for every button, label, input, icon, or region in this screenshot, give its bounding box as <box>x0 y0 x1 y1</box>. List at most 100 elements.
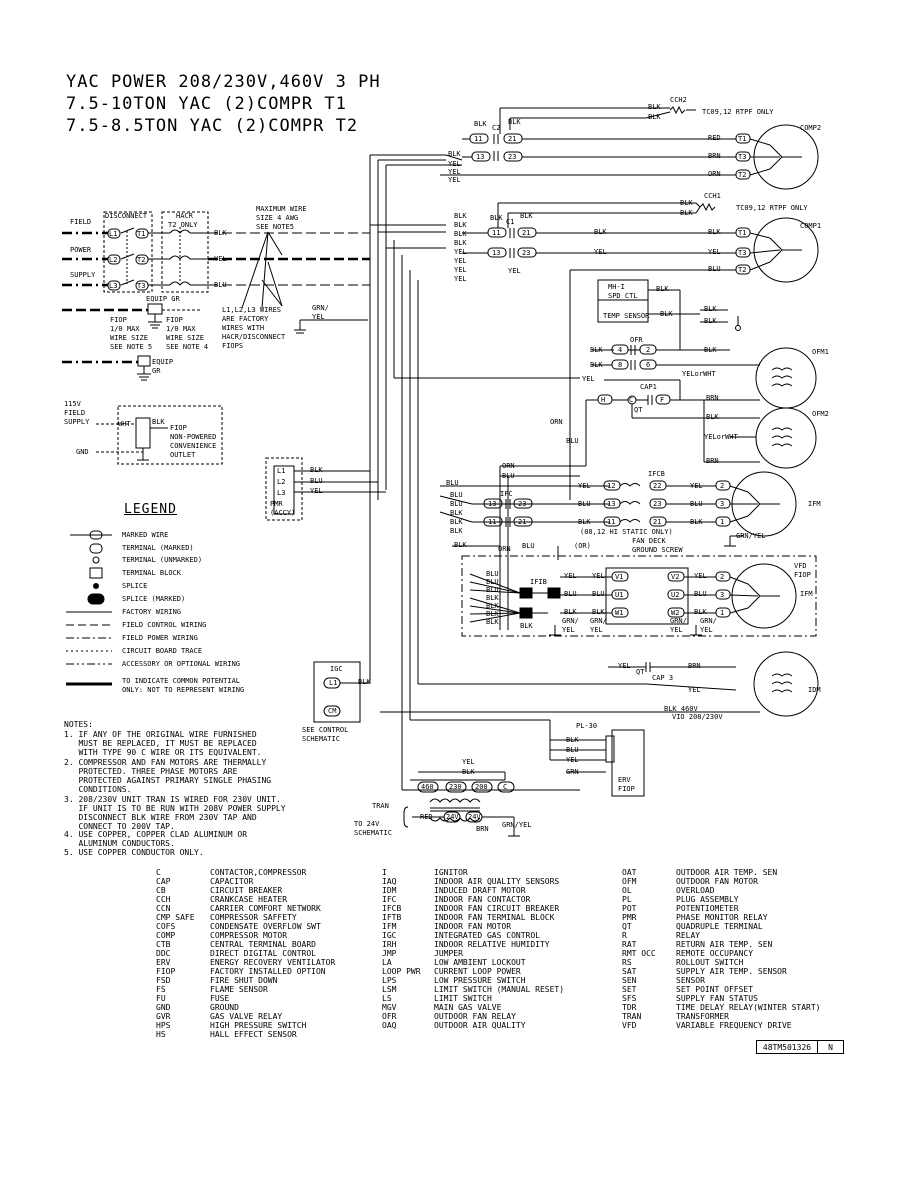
label-vio: VIO 208/230V <box>672 713 723 721</box>
abbreviation-meaning: INDOOR FAN CONTACTOR <box>434 895 531 904</box>
pmr-l3: L3 <box>277 489 286 497</box>
abbreviation-key: OFR <box>382 1012 397 1021</box>
wire-blk-pmr1: BLK <box>310 466 323 474</box>
abbreviation-row: GND GROUND <box>156 1003 335 1012</box>
label-field: FIELD <box>70 218 92 226</box>
cch2-blk-1: BLK <box>648 103 661 111</box>
abbreviation-key: GND <box>156 1003 171 1012</box>
erv-blk: BLK <box>566 736 579 744</box>
wire-blu-1: BLU <box>214 281 227 289</box>
abbreviation-meaning: CENTRAL TERMINAL BOARD <box>210 940 316 949</box>
legend-item-3: TERMINAL BLOCK <box>122 569 182 577</box>
bus-label-blk: BLK <box>448 150 461 158</box>
abbreviation-key: SEN <box>622 976 637 985</box>
ifcb-11: 11 <box>607 518 616 526</box>
vfd-t1: 1 <box>720 609 725 617</box>
ifcb-13: 13 <box>607 500 616 508</box>
abbreviation-meaning: INTEGRATED GAS CONTROL <box>434 931 540 940</box>
abbreviation-key: RMT OCC <box>622 949 656 958</box>
ifm-blu-3: BLU <box>450 500 463 508</box>
abbreviation-meaning: HIGH PRESSURE SWITCH <box>210 1021 307 1030</box>
abbreviation-meaning: LOW AMBIENT LOCKOUT <box>434 958 526 967</box>
bus-label-yel-4: YEL <box>454 248 467 256</box>
label-ifcb: IFCB <box>648 470 665 478</box>
label-to-24v: TO 24V SCHEMATIC <box>354 820 392 837</box>
c2-t23: 23 <box>508 153 517 161</box>
label-disconnect: DISCONNECT <box>105 212 148 220</box>
abbreviation-key: C <box>156 868 161 877</box>
abbreviation-meaning: GROUND <box>210 1003 239 1012</box>
comp1-yel-2: YEL <box>708 248 721 256</box>
label-factory-wires: L1,L2,L3 WIRES ARE FACTORY WIRES WITH HA… <box>222 306 286 350</box>
abbreviation-meaning: SUPPLY AIR TEMP. SENSOR <box>676 967 787 976</box>
abbreviation-meaning: CAPACITOR <box>210 877 254 886</box>
ofr-2: 2 <box>646 346 651 354</box>
abbreviation-meaning: VARIABLE FREQUENCY DRIVE <box>676 1021 792 1030</box>
abbreviation-meaning: DIRECT DIGITAL CONTROL <box>210 949 316 958</box>
abbreviation-meaning: JUMPER <box>434 949 463 958</box>
c2-blk-right: BLK <box>508 118 521 126</box>
cch2-blk-2: BLK <box>648 113 661 121</box>
bus-label-yel-5: YEL <box>454 257 467 265</box>
label-wht: WHT <box>118 420 131 428</box>
label-pl-30: PL-30 <box>576 722 598 730</box>
label-fiop-right: FIOP 1/0 MAX WIRE SIZE SEE NOTE 4 <box>166 316 209 351</box>
abbreviation-key: GVR <box>156 1012 171 1021</box>
label-t2: T2 <box>137 256 146 264</box>
document-number-box: 48TM501326 N <box>756 1040 844 1054</box>
abbreviation-key: CCH <box>156 895 171 904</box>
abbreviation-meaning: QUADRUPLE TERMINAL <box>676 922 763 931</box>
ifm-blk-5: BLK <box>578 518 591 526</box>
ofr-8: 8 <box>618 361 623 369</box>
ifcb-22: 22 <box>653 482 662 490</box>
abbreviation-key: FIOP <box>156 967 176 976</box>
c1-t13: 13 <box>492 249 501 257</box>
abbreviation-meaning: TIME DELAY RELAY(WINTER START) <box>676 1003 821 1012</box>
comp1-circuit <box>462 202 819 500</box>
label-cap3: CAP 3 <box>652 674 674 682</box>
legend-item-7: FIELD CONTROL WIRING <box>122 621 207 629</box>
erv-section <box>549 720 645 797</box>
abbreviation-meaning: LOW PRESSURE SWITCH <box>434 976 526 985</box>
tran-24v-b: 24V <box>468 813 481 821</box>
abbreviation-meaning: POTENTIOMETER <box>676 904 739 913</box>
abbreviation-meaning: OUTDOOR AIR QUALITY <box>434 1021 526 1030</box>
label-c2: C2 <box>492 124 501 132</box>
label-c1: C1 <box>506 218 515 226</box>
comp2-t3: T3 <box>738 153 747 161</box>
abbreviation-key: FU <box>156 994 166 1003</box>
ifm-orn-2: ORN <box>498 545 511 553</box>
bus-label-blk-5: BLK <box>454 239 467 247</box>
ifm-blk-2: BLK <box>450 518 463 526</box>
abbreviation-key: IAQ <box>382 877 397 886</box>
vfd-yel-2: YEL <box>592 572 605 580</box>
abbreviation-key: RS <box>622 958 632 967</box>
ifcb-12: 12 <box>607 482 616 490</box>
ofm-brn-1: BRN <box>706 394 719 402</box>
abbreviation-key: JMP <box>382 949 397 958</box>
vfd-u1: U1 <box>615 591 624 599</box>
tran-c: C <box>503 783 508 791</box>
abbreviation-meaning: PHASE MONITOR RELAY <box>676 913 768 922</box>
abbreviation-meaning: ENERGY RECOVERY VENTILATOR <box>210 958 336 967</box>
abbreviation-meaning: INDUCED DRAFT MOTOR <box>434 886 526 895</box>
abbreviation-row: IFC INDOOR FAN CONTACTOR <box>382 895 564 904</box>
label-ifm: IFM <box>808 500 821 508</box>
tran-230: 230 <box>449 783 462 791</box>
abbreviation-key: IFC <box>382 895 397 904</box>
abbreviation-meaning: RELAY <box>676 931 701 940</box>
tran-460: 460 <box>421 783 434 791</box>
